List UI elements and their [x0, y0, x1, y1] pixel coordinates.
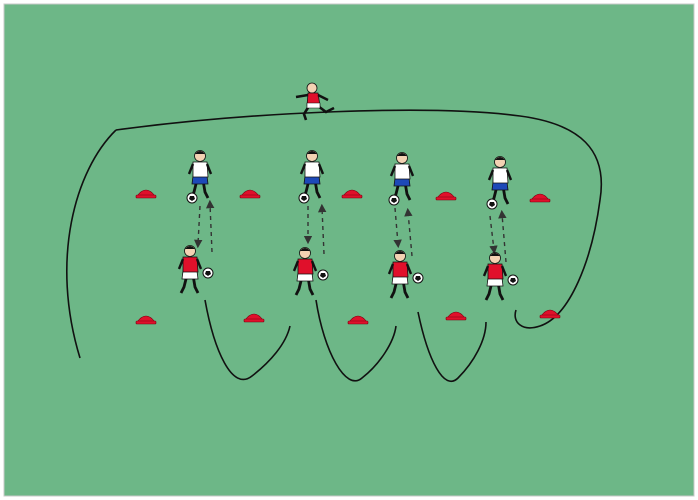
ball [187, 193, 197, 203]
ball [318, 270, 328, 280]
ball [203, 268, 213, 278]
ball [299, 193, 309, 203]
ball [389, 195, 399, 205]
ball [487, 199, 497, 209]
ball [508, 275, 518, 285]
ball [413, 273, 423, 283]
